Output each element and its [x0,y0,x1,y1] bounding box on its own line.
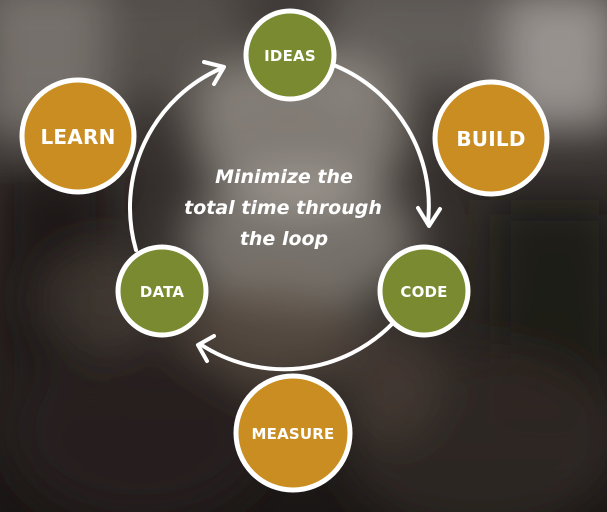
node-build-circle [432,79,550,197]
center-caption-line-2: total time through [184,197,382,219]
node-code-label: CODE [400,283,447,301]
node-ideas-label: IDEAS [264,47,316,65]
loop-arc-code-to-data [198,321,395,372]
node-data: DATA [115,244,209,338]
node-build: BUILD [432,79,550,197]
node-data-label: DATA [140,283,185,301]
center-caption-line-3: the loop [240,228,328,250]
node-data-circle [115,244,209,338]
node-measure-label: MEASURE [252,425,335,443]
arrow-head-down-icon [416,206,442,228]
node-code: CODE [377,244,471,338]
loop-arc-data-to-ideas [128,66,224,252]
node-ideas-circle [243,8,337,102]
node-measure-circle [233,373,353,493]
node-build-label: BUILD [456,127,525,151]
node-learn-label: LEARN [40,125,115,149]
arrow-head-right-icon [202,60,226,86]
node-ideas: IDEAS [243,8,337,102]
node-learn: LEARN [19,77,137,195]
center-caption-line-1: Minimize the [215,166,353,188]
loop-arc-ideas-to-code [334,64,431,224]
arrow-head-left-icon [196,334,216,363]
node-code-circle [377,244,471,338]
node-measure: MEASURE [233,373,353,493]
node-learn-circle [19,77,137,195]
